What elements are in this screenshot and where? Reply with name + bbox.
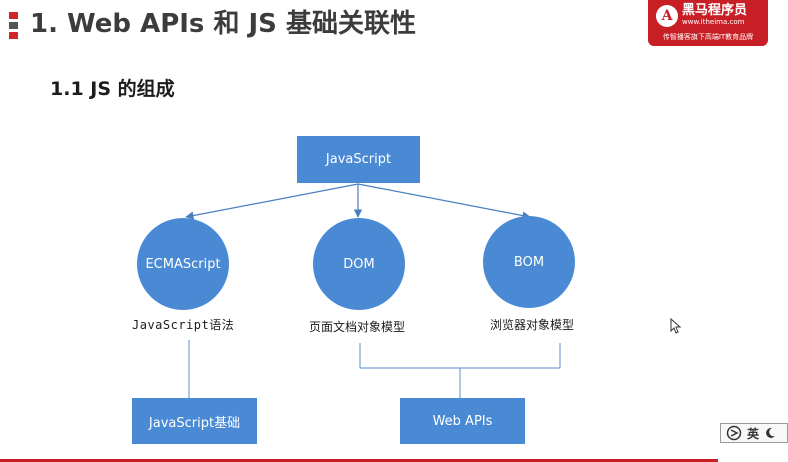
node-text: BOM bbox=[513, 254, 545, 270]
javascript-root-node: JavaScript bbox=[297, 136, 420, 183]
itheima-logo: A 黑马程序员 www.itheima.com 传智播客旗下高端IT教育品牌 bbox=[648, 0, 768, 46]
web-apis-node: Web APIs bbox=[400, 398, 525, 444]
ime-indicator[interactable]: 英 bbox=[720, 423, 788, 443]
logo-mark-icon: A bbox=[656, 5, 678, 27]
node-text: Web APIs bbox=[432, 413, 493, 429]
node-text: JavaScript bbox=[325, 152, 392, 167]
slide-bottom-bar bbox=[0, 459, 718, 462]
title-accent-block bbox=[9, 22, 18, 29]
title-accent-block bbox=[9, 32, 18, 39]
logo-slogan: 传智播客旗下高端IT教育品牌 bbox=[662, 33, 754, 41]
bom-label: 浏览器对象模型 bbox=[490, 318, 575, 332]
slide-title: 1. Web APIs 和 JS 基础关联性 bbox=[30, 9, 416, 39]
arrow-to-bom bbox=[357, 183, 531, 220]
ime-language: 英 bbox=[747, 426, 760, 441]
ime-logo-icon bbox=[726, 425, 742, 441]
logo-name: 黑马程序员 bbox=[682, 3, 748, 18]
ime-moon-icon bbox=[766, 427, 776, 438]
node-text: DOM bbox=[343, 256, 375, 272]
javascript-basics-node: JavaScript基础 bbox=[132, 398, 257, 444]
logo-url: www.itheima.com bbox=[682, 18, 745, 26]
arrow-to-ecmascript bbox=[185, 183, 359, 220]
mouse-cursor-icon bbox=[670, 318, 682, 334]
node-text: JavaScript基础 bbox=[148, 415, 241, 431]
dom-node: DOM bbox=[313, 218, 405, 310]
section-title: 1.1 JS 的组成 bbox=[50, 78, 175, 100]
dom-label: 页面文档对象模型 bbox=[309, 320, 406, 334]
bom-node: BOM bbox=[483, 216, 575, 308]
node-text: ECMAScript bbox=[145, 256, 221, 272]
title-accent-mark bbox=[9, 12, 18, 42]
ecmascript-node: ECMAScript bbox=[137, 218, 229, 310]
ecmascript-label: JavaScript语法 bbox=[132, 318, 235, 332]
title-accent-block bbox=[9, 12, 18, 19]
